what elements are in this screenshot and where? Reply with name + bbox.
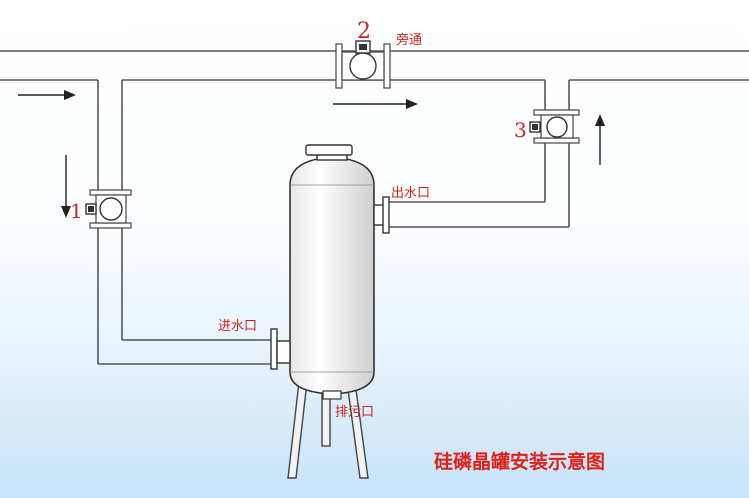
valve-3-icon bbox=[529, 109, 580, 144]
flow-arrow-bypass bbox=[333, 99, 418, 109]
flow-arrow-up bbox=[595, 114, 605, 165]
flow-arrow-down bbox=[61, 155, 71, 218]
drain-label: 排污口 bbox=[335, 405, 374, 420]
tank-body bbox=[289, 144, 375, 395]
flow-arrow-inlet bbox=[18, 90, 76, 100]
inlet-label: 进水口 bbox=[218, 319, 257, 334]
diagram-title: 硅磷晶罐安装示意图 bbox=[434, 450, 605, 473]
outlet-pipe bbox=[388, 80, 570, 228]
main-pipe bbox=[0, 50, 749, 81]
valve-1-number: 1 bbox=[70, 199, 83, 223]
outlet-label: 出水口 bbox=[391, 186, 430, 201]
tank-legs bbox=[287, 381, 369, 479]
inlet-flange bbox=[270, 328, 291, 370]
valve-3-number: 3 bbox=[514, 118, 527, 142]
valve-1-icon bbox=[85, 189, 132, 229]
valve-2-icon bbox=[335, 40, 391, 89]
outlet-flange bbox=[373, 196, 390, 234]
valve-2-number: 2 bbox=[357, 19, 371, 44]
drain-nozzle bbox=[322, 390, 342, 400]
bypass-label: 旁通 bbox=[396, 32, 422, 48]
